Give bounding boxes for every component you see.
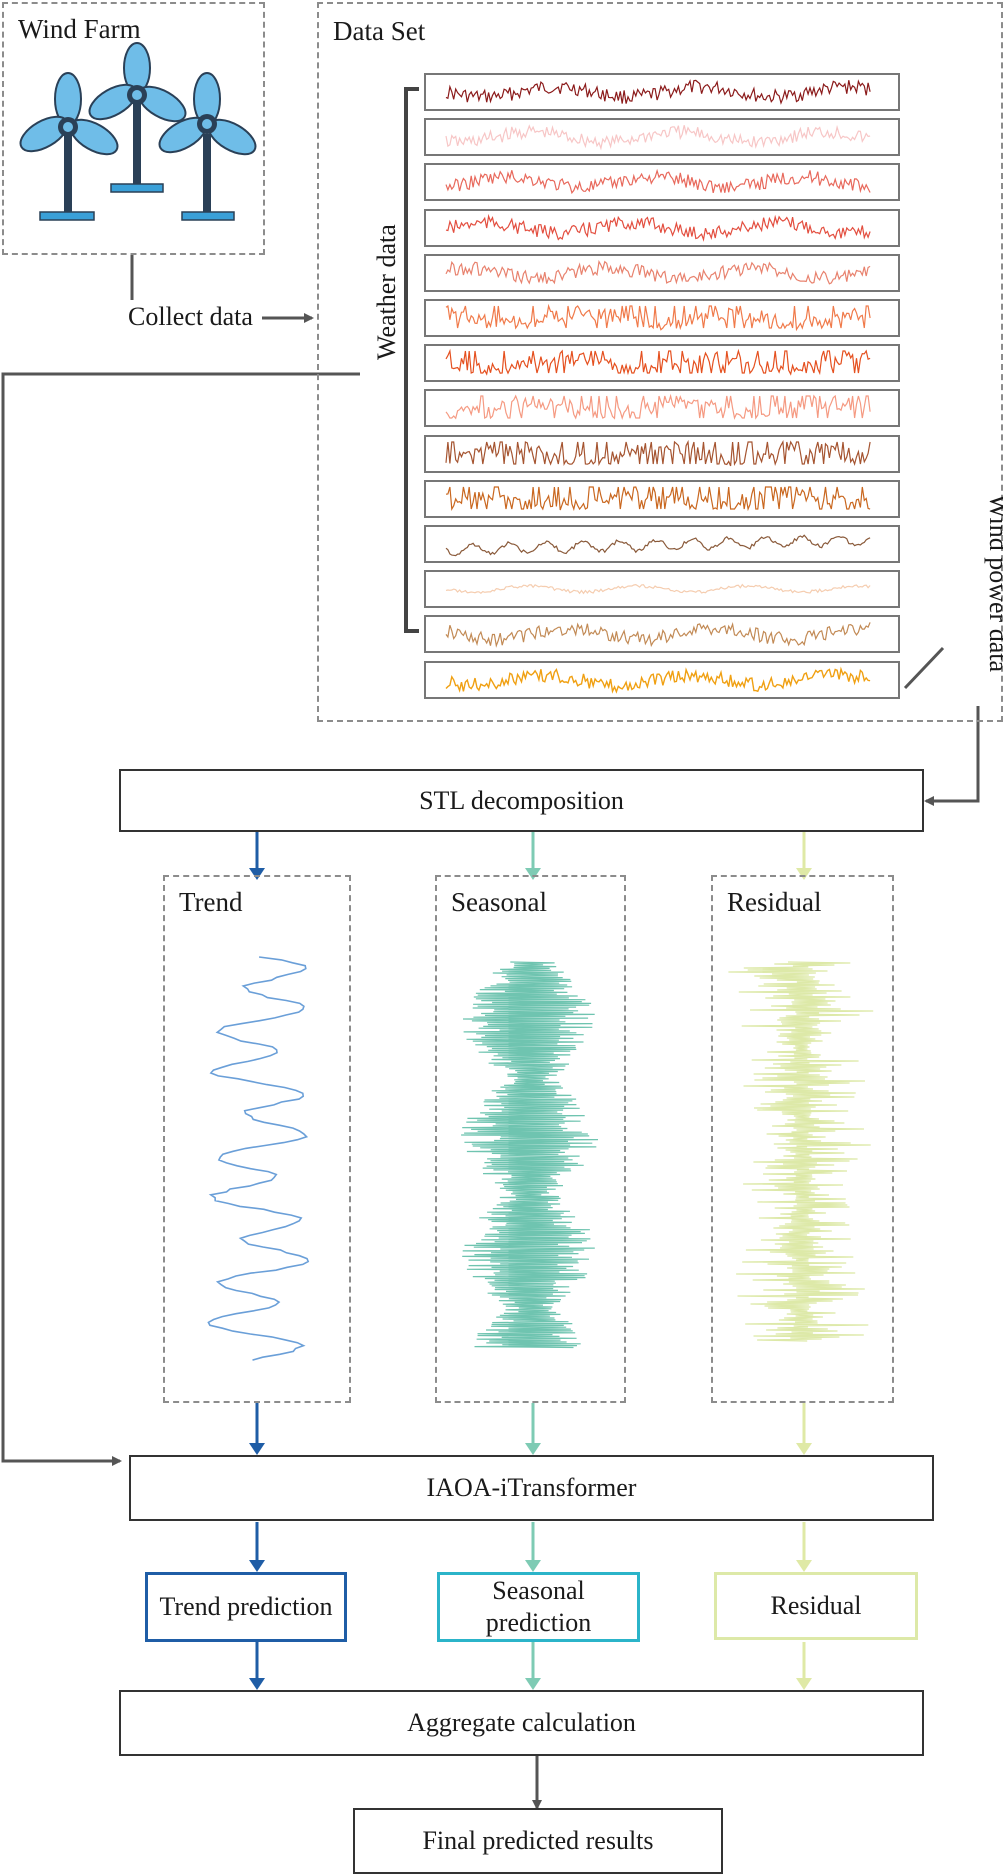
final-results-box: Final predicted results xyxy=(353,1808,723,1874)
branch-arrow-head xyxy=(525,1560,541,1572)
wind-farm-box: Wind Farm xyxy=(2,2,265,255)
dataset-to-stl-arrow xyxy=(924,706,980,806)
branch-arrow-head xyxy=(249,1443,265,1455)
wind-turbines-illustration xyxy=(19,42,257,221)
residual-signal xyxy=(728,961,874,1342)
seasonal-prediction-box: Seasonal prediction xyxy=(437,1572,640,1642)
residual-panel-title: Residual xyxy=(727,887,822,917)
series-strip xyxy=(424,615,900,653)
wind-farm-title: Wind Farm xyxy=(18,14,141,44)
turbine-icon xyxy=(158,72,257,221)
branch-arrow-head xyxy=(525,1443,541,1455)
wind-power-data-label: Wind power data xyxy=(984,494,1003,673)
series-strip xyxy=(424,73,900,111)
branch-arrow-head xyxy=(249,1560,265,1572)
aggregate-calculation-box: Aggregate calculation xyxy=(119,1690,924,1756)
power-link-line xyxy=(903,646,945,690)
seasonal-panel-title: Seasonal xyxy=(451,887,547,917)
branch-arrow-head xyxy=(525,868,541,880)
collect-data-label: Collect data xyxy=(126,302,255,332)
dataset-box: Data Set xyxy=(317,2,1003,722)
branch-arrows xyxy=(249,832,812,1690)
series-strip xyxy=(424,209,900,247)
turbine-icon xyxy=(88,42,187,193)
branch-arrow-head xyxy=(525,1678,541,1690)
trend-panel: Trend xyxy=(163,875,351,1403)
series-strip xyxy=(424,480,900,518)
seasonal-signal xyxy=(461,961,599,1349)
series-strip xyxy=(424,389,900,427)
branch-arrow-head xyxy=(249,1678,265,1690)
weather-data-label: Weather data xyxy=(372,224,401,360)
trend-panel-title: Trend xyxy=(179,887,243,917)
series-strip xyxy=(424,525,900,563)
series-strip xyxy=(424,299,900,337)
series-strip xyxy=(424,435,900,473)
branch-arrow-head xyxy=(796,1443,812,1455)
seasonal-panel: Seasonal xyxy=(435,875,626,1403)
series-strip xyxy=(424,118,900,156)
series-strip xyxy=(424,661,900,699)
series-strip xyxy=(424,254,900,292)
residual-prediction-box: Residual xyxy=(714,1572,918,1640)
residual-panel: Residual xyxy=(711,875,894,1403)
series-strip xyxy=(424,344,900,382)
trend-signal xyxy=(207,956,310,1361)
branch-arrow-head xyxy=(796,1560,812,1572)
iaoa-itransformer-box: IAOA-iTransformer xyxy=(129,1455,934,1521)
branch-arrow-head xyxy=(796,868,812,880)
branch-arrow-head xyxy=(796,1678,812,1690)
series-strip xyxy=(424,163,900,201)
dataset-title: Data Set xyxy=(333,16,426,46)
branch-arrow-head xyxy=(249,868,265,880)
stl-decomposition-box: STL decomposition xyxy=(119,769,924,832)
weather-bracket xyxy=(404,87,419,633)
weather-feed-arrow xyxy=(1,372,360,1466)
trend-prediction-box: Trend prediction xyxy=(145,1572,347,1642)
series-strip xyxy=(424,570,900,608)
turbine-icon xyxy=(19,72,119,221)
